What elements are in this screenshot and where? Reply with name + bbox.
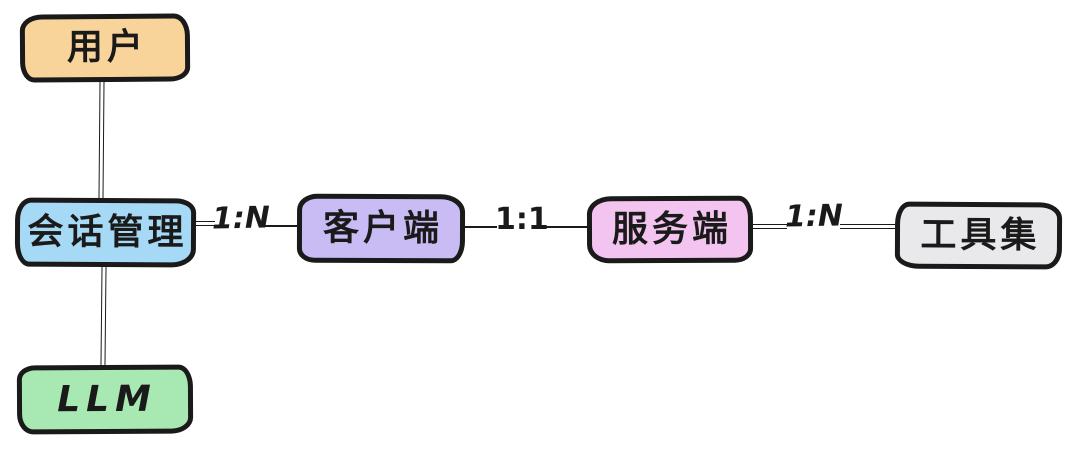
node-server-label: 服务端 [611,208,733,250]
edge-client-server-right-segment [545,226,587,228]
edge-label-server-tools: 1:N [784,198,844,235]
edge-label-client-server: 1:1 [495,202,549,237]
node-user-label: 用户 [66,26,148,69]
node-llm-label: LLM [57,378,157,420]
edge-server-tools-left-segment [753,224,787,229]
node-user: 用户 [19,13,191,83]
node-llm: LLM [16,364,194,435]
node-session-management: 会话管理 [14,197,197,268]
edge-session-llm [100,266,107,366]
node-client: 客户端 [296,193,466,264]
edge-label-session-client: 1:N [211,200,271,237]
node-client-label: 客户端 [322,207,444,249]
node-server: 服务端 [586,195,754,264]
edge-session-client-left-segment [196,221,215,226]
node-toolset: 工具集 [894,201,1063,270]
edge-client-server-left-segment [465,226,497,228]
node-session-management-label: 会话管理 [27,211,188,253]
edge-user-session [98,81,105,199]
edge-server-tools-right-segment [840,224,895,229]
node-toolset-label: 工具集 [920,214,1041,256]
edge-session-client-right-segment [263,225,297,227]
